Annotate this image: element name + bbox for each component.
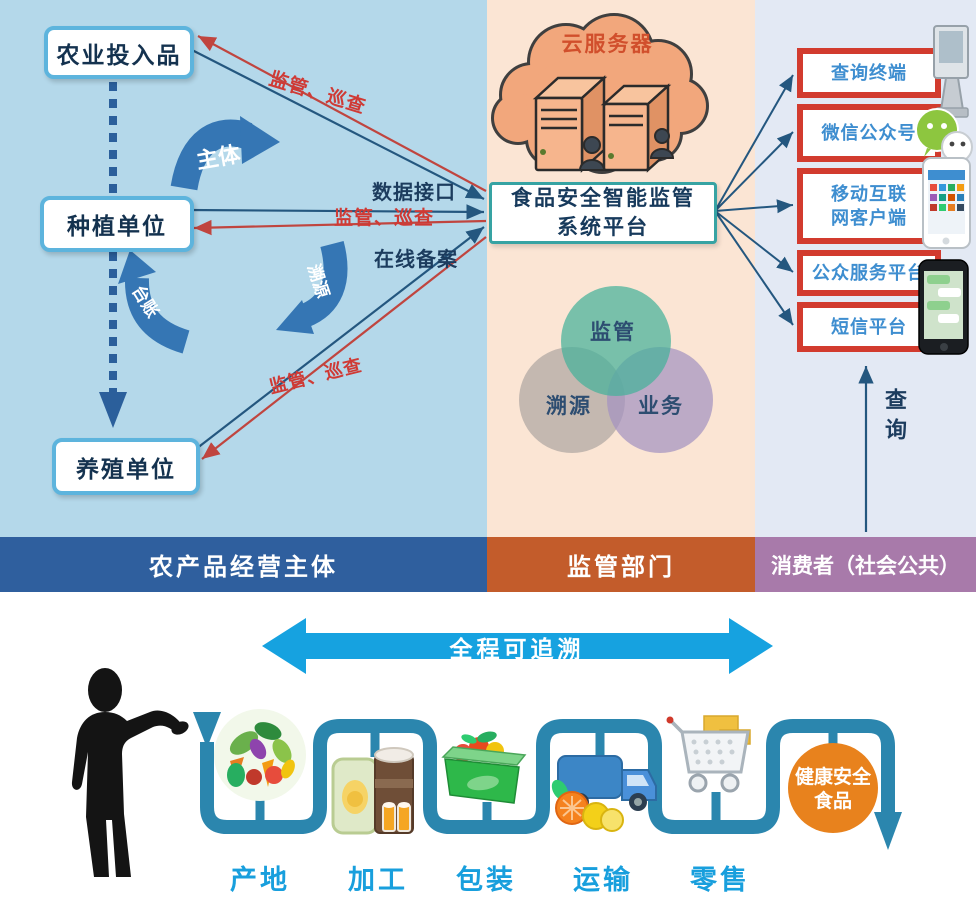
box-query-terminal-label: 查询终端 bbox=[831, 62, 907, 83]
healthy-food-circle bbox=[788, 743, 878, 833]
top-diagram-canvas bbox=[99, 13, 874, 532]
box-mobile-internet-client: 移动互联 网客户端 bbox=[797, 168, 941, 244]
processing-machine-icon bbox=[331, 747, 414, 835]
box-sms-platform: 短信平台 bbox=[797, 302, 941, 352]
platform-channel-arrows bbox=[714, 74, 794, 326]
box-agricultural-inputs: 农业投入品 bbox=[44, 26, 194, 79]
box-mobile-label-line2: 网客户端 bbox=[831, 208, 907, 228]
healthy-food-line1: 健康安全 bbox=[794, 767, 871, 788]
box-mobile-label-line1: 移动互联 bbox=[831, 183, 907, 204]
label-healthy-safe-food: 健康安全 食品 bbox=[788, 766, 878, 814]
label-data-interface: 数据接口 bbox=[372, 182, 456, 204]
healthy-food-line2: 食品 bbox=[813, 790, 852, 812]
retail-cart-icon bbox=[666, 715, 751, 793]
platform-title-line2: 系统平台 bbox=[557, 216, 649, 239]
label-step-transport: 运输 bbox=[573, 865, 633, 895]
box-wechat-label: 微信公众号 bbox=[821, 122, 917, 143]
label-step-processing: 加工 bbox=[348, 865, 408, 895]
box-sms-label: 短信平台 bbox=[831, 316, 907, 337]
origin-produce-icon bbox=[214, 709, 306, 801]
box-public-service-label: 公众服务平台 bbox=[812, 262, 926, 283]
venn-label-business: 业务 bbox=[638, 395, 684, 418]
label-step-origin: 产地 bbox=[230, 865, 290, 895]
platform-title-line1: 食品安全智能监管 bbox=[511, 186, 695, 210]
transport-truck-icon bbox=[551, 755, 657, 832]
banner-consumers: 消费者（社会公共） bbox=[755, 537, 976, 592]
label-online-record: 在线备案 bbox=[374, 249, 458, 271]
bottom-flow-canvas bbox=[71, 618, 902, 877]
label-query: 查询 bbox=[882, 388, 907, 448]
platform-entity-lines bbox=[187, 35, 487, 460]
venn-label-trace: 溯源 bbox=[546, 395, 592, 418]
trace-curved-arrow bbox=[276, 240, 348, 334]
pipe-start-arrow bbox=[193, 712, 221, 748]
full-trace-double-arrow bbox=[262, 618, 773, 674]
box-query-terminal: 查询终端 bbox=[797, 48, 941, 98]
label-step-retail: 零售 bbox=[690, 865, 750, 895]
box-breeding-unit: 养殖单位 bbox=[52, 438, 200, 495]
subject-curved-arrow bbox=[170, 116, 280, 191]
label-supervision-mid: 监管、巡查 bbox=[334, 208, 435, 229]
cloud-server-icon bbox=[491, 13, 709, 174]
label-cloud-server: 云服务器 bbox=[561, 33, 654, 56]
businessman-silhouette bbox=[71, 668, 189, 877]
box-smart-supervision-platform: 食品安全智能监管 系统平台 bbox=[489, 182, 717, 244]
label-full-traceability: 全程可追溯 bbox=[449, 636, 585, 662]
box-wechat-official-account: 微信公众号 bbox=[797, 104, 941, 162]
venn-label-supervision: 监管 bbox=[590, 321, 636, 344]
banner-regulator: 监管部门 bbox=[487, 537, 755, 592]
box-public-service-platform: 公众服务平台 bbox=[797, 250, 941, 296]
venn-diagram bbox=[519, 286, 713, 453]
users-icon bbox=[578, 128, 675, 171]
producer-chain-dashed-arrow bbox=[99, 82, 127, 428]
ledger-curved-arrow bbox=[118, 250, 190, 354]
banner-producers: 农产品经营主体 bbox=[0, 537, 487, 592]
packaging-box-icon bbox=[441, 731, 527, 804]
box-planting-unit: 种植单位 bbox=[40, 196, 194, 252]
label-step-packaging: 包装 bbox=[456, 865, 516, 895]
pipe-end-arrow bbox=[874, 812, 902, 850]
